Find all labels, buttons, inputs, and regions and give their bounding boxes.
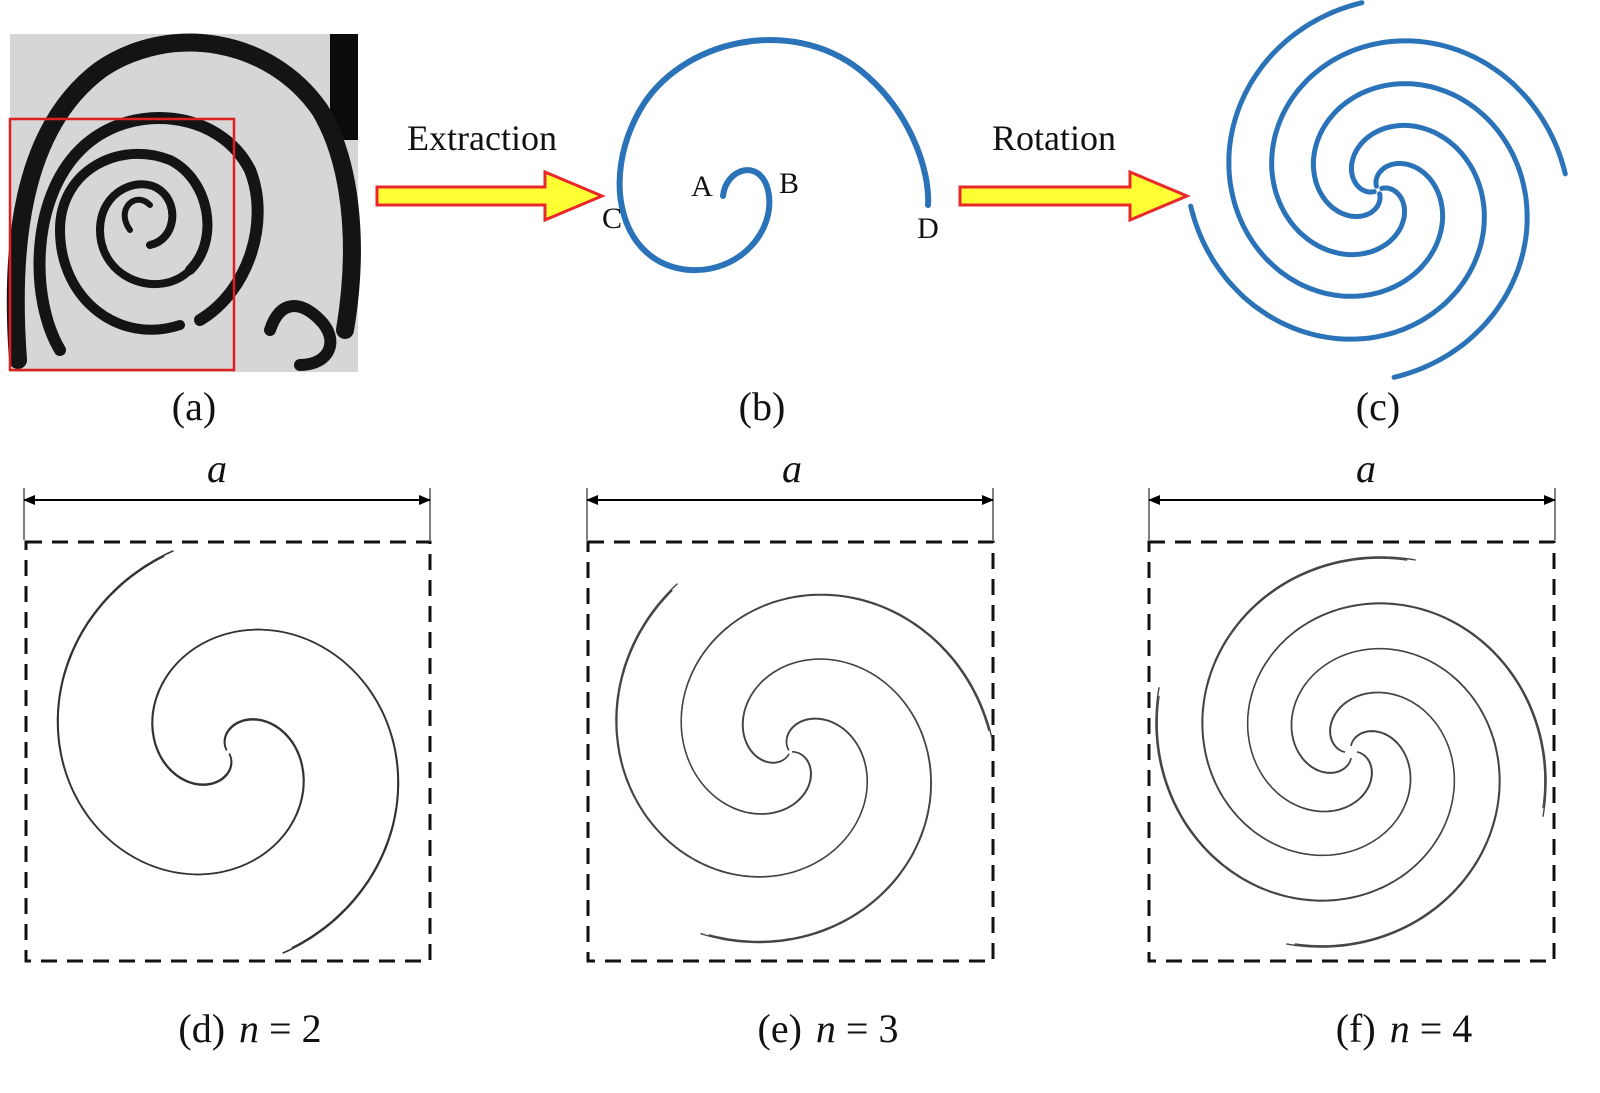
panel-d-var: n xyxy=(239,1006,259,1051)
panel-e: a xyxy=(586,446,995,963)
panel-e-var: n xyxy=(816,1006,836,1051)
spiral-arm xyxy=(708,658,932,943)
extracted-spiral-curve xyxy=(616,37,932,274)
panel-e-eq: = 3 xyxy=(846,1006,899,1051)
panel-d: a xyxy=(23,446,432,963)
panel-f: a xyxy=(1147,446,1556,963)
spiral-pattern-n4 xyxy=(1155,556,1547,948)
point-d-label: D xyxy=(917,212,939,245)
unit-cell-boundary xyxy=(1147,540,1556,963)
shell-spiral-drawing xyxy=(6,33,361,371)
spiral-pattern-n2 xyxy=(56,550,400,954)
dimension-label-a: a xyxy=(1356,446,1376,491)
spiral-arm xyxy=(615,583,868,878)
dimension-label-a: a xyxy=(207,446,227,491)
spiral-pattern-n3 xyxy=(615,583,993,944)
spiral-arm xyxy=(1286,647,1501,948)
spiral-arm xyxy=(700,658,933,944)
highlight-box xyxy=(8,117,236,372)
point-b-label: B xyxy=(779,167,799,200)
extracted-spiral-panel: A B C D xyxy=(602,37,939,274)
rotation-label: Rotation xyxy=(992,118,1116,158)
panel-f-var: n xyxy=(1390,1006,1410,1051)
spiral-arm xyxy=(1201,556,1416,857)
panel-e-caption: (e) n= 3 xyxy=(758,1006,899,1051)
point-a-label: A xyxy=(691,170,713,203)
rotation-arrow xyxy=(958,169,1191,223)
spiral-arm xyxy=(151,628,400,954)
panel-b-label: (b) xyxy=(739,384,786,429)
extraction-label: Extraction xyxy=(407,118,557,158)
spiral-arm xyxy=(1246,602,1547,817)
spiral-arm xyxy=(1310,81,1530,380)
panel-d-eq: = 2 xyxy=(269,1006,322,1051)
panel-d-letter: (d) xyxy=(178,1006,225,1051)
panel-c-label: (c) xyxy=(1356,384,1400,429)
spiral-arm xyxy=(1188,122,1487,342)
panel-f-letter: (f) xyxy=(1336,1006,1376,1051)
rotated-spiral-array xyxy=(1188,0,1568,380)
dimension-label-a: a xyxy=(782,446,802,491)
spiral-arm xyxy=(680,593,993,815)
spiral-arm xyxy=(56,550,305,876)
spiral-arm xyxy=(1269,38,1568,258)
spiral-arm xyxy=(57,555,305,876)
panel-a-label: (a) xyxy=(172,384,216,429)
extraction-arrow xyxy=(375,169,606,223)
unit-cell-boundary xyxy=(24,540,432,963)
panel-f-caption: (f) n= 4 xyxy=(1336,1006,1473,1051)
spiral-arm xyxy=(616,589,869,878)
spiral-arm xyxy=(1155,687,1456,902)
spiral-arm xyxy=(151,628,399,949)
point-c-label: C xyxy=(602,202,622,235)
shell-photo-panel xyxy=(6,33,361,372)
panel-f-eq: = 4 xyxy=(1420,1006,1473,1051)
spiral-arm xyxy=(1226,0,1446,299)
panel-e-letter: (e) xyxy=(758,1006,802,1051)
unit-cell-boundary xyxy=(586,540,995,963)
panel-d-caption: (d) n= 2 xyxy=(178,1006,321,1051)
